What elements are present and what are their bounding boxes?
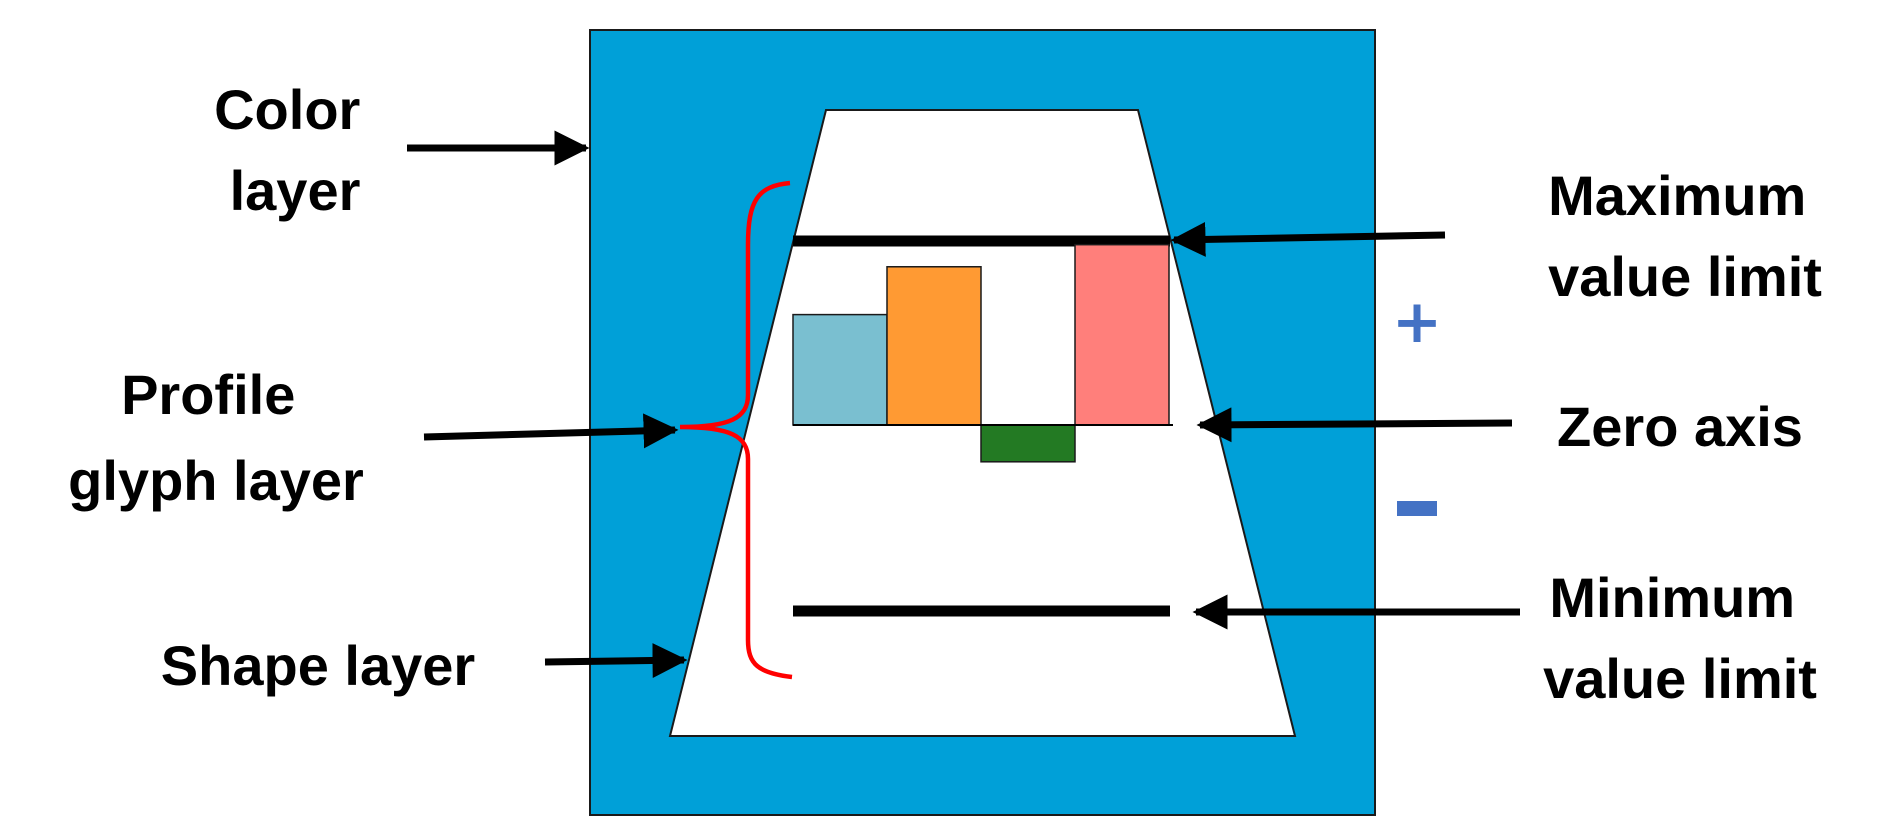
bar-2: [886, 266, 982, 426]
bar-4: [1074, 243, 1170, 426]
profile-glyph-layer-arrow: [423, 413, 679, 449]
profile-glyph-bars: [792, 243, 1170, 463]
color-layer-label: Color layer: [214, 78, 376, 222]
minimum-value-limit-label: Minimum value limit: [1543, 566, 1817, 710]
maximum-value-limit-label: Maximum value limit: [1548, 164, 1822, 308]
plus-sign: +: [1392, 287, 1442, 357]
minus-sign: [1397, 501, 1437, 516]
bar-3: [980, 424, 1076, 463]
bar-1: [792, 313, 888, 426]
shape-layer-label: Shape layer: [161, 634, 475, 697]
maximum-limit-arrow: [1170, 221, 1446, 257]
shape-layer-arrow: [544, 642, 688, 678]
profile-glyph-brace: [679, 180, 793, 680]
profile-glyph-layer-label: Profile glyph layer: [68, 363, 364, 512]
zero-axis-label: Zero axis: [1557, 395, 1803, 458]
zero-axis-arrow: [1196, 407, 1513, 443]
